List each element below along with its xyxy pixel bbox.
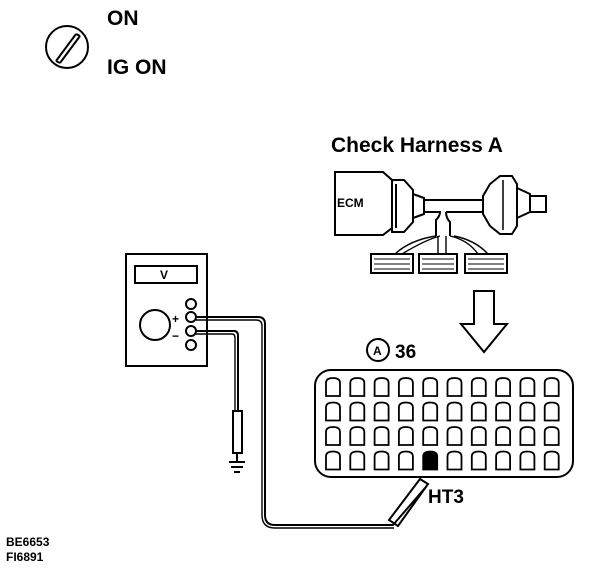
voltmeter-jack-2	[185, 311, 197, 323]
connector-pins	[325, 377, 560, 471]
connector-pin	[495, 426, 511, 446]
voltmeter-jack-1	[185, 298, 197, 310]
connector-pin	[373, 401, 390, 422]
connector-marker-letter: A	[373, 344, 382, 358]
ignition-key-icon	[45, 25, 89, 69]
connector-pin-ht3	[422, 450, 439, 471]
connector-pin	[373, 450, 390, 471]
connector-pin	[325, 450, 341, 471]
connector-pin	[349, 426, 366, 446]
connector-pin	[349, 450, 366, 471]
connector-pin	[398, 450, 414, 471]
voltmeter-jack-3	[185, 325, 197, 337]
figure-code-1: BE6653	[6, 535, 50, 549]
voltmeter-dial	[139, 309, 171, 341]
figure-code-2: FI6891	[6, 550, 44, 564]
connector-pin	[398, 401, 414, 422]
connector-pin	[349, 401, 366, 422]
connector-pin	[325, 377, 341, 397]
connector-pin	[543, 377, 560, 397]
connector-pin	[470, 426, 487, 446]
connector-a36: A 36 HT3	[314, 338, 574, 508]
connector-pin	[325, 426, 341, 446]
small-connector-1	[370, 253, 414, 274]
connector-pin	[519, 401, 536, 422]
connector-pin	[495, 401, 511, 422]
connector-pin	[470, 377, 487, 397]
switch-on-label: ON	[107, 7, 139, 30]
connector-pin	[422, 377, 439, 397]
ecm-side-plug	[391, 179, 425, 233]
connector-pin	[495, 377, 511, 397]
connector-pin	[519, 450, 536, 471]
voltmeter-display-label: V	[160, 268, 168, 282]
connector-pin	[543, 401, 560, 422]
connector-pin	[446, 426, 463, 446]
negative-lead	[196, 330, 245, 473]
connector-pin	[398, 426, 414, 446]
connector-pin	[470, 401, 487, 422]
small-connector-2	[418, 253, 458, 274]
connector-pin	[398, 377, 414, 397]
voltmeter: V + −	[125, 253, 208, 367]
connector-pin	[519, 377, 536, 397]
connector-pin	[422, 401, 439, 422]
connector-pin	[422, 426, 439, 446]
connector-pin	[446, 401, 463, 422]
harness-right-plug	[482, 175, 547, 235]
connector-pin	[543, 450, 560, 471]
connector-pin	[470, 450, 487, 471]
switch-ig-on-label: IG ON	[107, 56, 167, 79]
connector-pin	[446, 450, 463, 471]
down-arrow-icon	[458, 290, 510, 354]
connector-housing	[314, 369, 574, 478]
connector-pin	[495, 450, 511, 471]
ecm-block: ECM	[334, 171, 393, 236]
ecm-label: ECM	[337, 196, 364, 210]
harness-small-connectors	[370, 253, 508, 274]
negative-probe	[232, 410, 243, 454]
ground-icon	[229, 461, 245, 473]
voltmeter-minus-label: −	[172, 329, 179, 343]
terminal-label-ht3: HT3	[428, 487, 464, 508]
ignition-switch: ON IG ON	[45, 7, 167, 79]
check-harness: Check Harness A ECM	[331, 134, 547, 274]
connector-pin	[446, 377, 463, 397]
key-slot	[55, 33, 81, 64]
positive-lead	[196, 316, 430, 529]
connector-number: 36	[395, 342, 416, 363]
harness-title: Check Harness A	[331, 134, 503, 157]
small-connector-3	[464, 253, 508, 274]
connector-pin	[519, 426, 536, 446]
voltmeter-body	[125, 253, 208, 367]
connector-marker: A	[366, 338, 390, 362]
harness-branches	[394, 199, 489, 255]
voltmeter-jack-4	[185, 339, 197, 351]
connector-pin	[349, 377, 366, 397]
connector-pin	[543, 426, 560, 446]
voltmeter-plus-label: +	[172, 312, 179, 326]
voltmeter-display	[134, 265, 198, 284]
connector-pin	[325, 401, 341, 422]
connector-pin	[373, 377, 390, 397]
positive-probe	[387, 477, 430, 528]
connector-pin	[373, 426, 390, 446]
